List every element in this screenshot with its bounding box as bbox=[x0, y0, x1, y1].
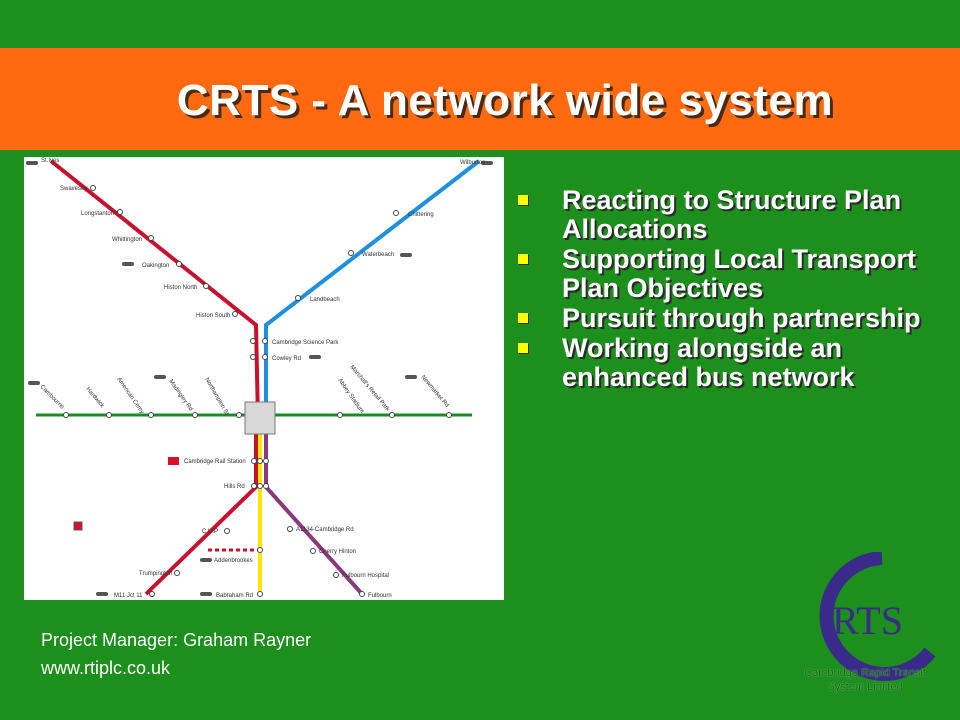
station-newmarket-rd: Newmarket Rd bbox=[419, 374, 449, 408]
square-bullet-icon bbox=[518, 343, 528, 353]
bullet-item: Working alongside an enhanced bus networ… bbox=[512, 334, 952, 392]
station-cherry-hinton: Cherry Hinton bbox=[319, 549, 356, 555]
station-addenbrookes: Addenbrookes bbox=[214, 558, 253, 564]
title-bar bbox=[0, 48, 960, 150]
footer: Project Manager: Graham Rayner www.rtipl… bbox=[41, 626, 311, 682]
station-swavesey: Swavesey bbox=[60, 186, 87, 192]
station-fulbourn-hospital: Fulbourn Hospital bbox=[342, 573, 389, 579]
station-northampton-st: Northampton St bbox=[203, 377, 229, 417]
crts-logo: RTS bbox=[819, 552, 936, 681]
logo-caption: Cambridge Rapid Transit System Limited bbox=[804, 667, 926, 693]
station-wilburton: Wilburton bbox=[460, 160, 485, 166]
station-waterbeach: Waterbeach bbox=[362, 252, 394, 258]
station-histon-south: Histon South bbox=[196, 313, 230, 319]
station-histon-north: Histon North bbox=[164, 285, 197, 291]
blue-line bbox=[264, 159, 481, 421]
station-oakington: Oakington bbox=[142, 263, 169, 269]
bullet-item: Reacting to Structure Plan Allocations bbox=[512, 186, 952, 244]
station-cup: C.U.P bbox=[202, 529, 218, 535]
logo-letters: RTS bbox=[832, 598, 903, 643]
city-centre-box bbox=[244, 401, 276, 435]
route-map: St.Ives Swavesey Longstanton Whittington… bbox=[24, 157, 504, 600]
red-line-north bbox=[49, 159, 260, 422]
station-rail: Cambridge Rail Station bbox=[184, 459, 246, 465]
station-a1134: A1134-Cambridge Rd bbox=[296, 527, 354, 533]
website-link[interactable]: www.rtiplc.co.uk bbox=[41, 658, 171, 678]
station-babraham-rd: Babraham Rd bbox=[216, 593, 253, 599]
station-american-cemy: American Cemy bbox=[115, 377, 144, 415]
station-trumpington: Trumpington bbox=[139, 571, 172, 577]
station-science-park: Cambridge Science Park bbox=[272, 340, 339, 346]
station-chittering: Chittering bbox=[408, 212, 434, 218]
station-madingley-rd: Madingley Rd bbox=[167, 379, 193, 412]
station-abbey-stadium: Abbey Stadium bbox=[336, 378, 364, 415]
station-longstanton: Longstanton bbox=[81, 211, 114, 217]
station-landbeach: Landbeach bbox=[310, 297, 340, 303]
bullet-list: Reacting to Structure Plan Allocations S… bbox=[512, 186, 952, 393]
station-whittington: Whittington bbox=[112, 237, 142, 243]
bullet-item: Pursuit through partnership bbox=[512, 304, 952, 333]
square-bullet-icon bbox=[518, 313, 528, 323]
project-manager-text: Project Manager: Graham Rayner bbox=[41, 630, 312, 650]
square-bullet-icon bbox=[518, 195, 528, 205]
station-hills-rd: Hills Rd bbox=[224, 484, 245, 490]
red-line-south bbox=[144, 421, 258, 596]
purple-line bbox=[264, 421, 364, 596]
station-st-ives: St.Ives bbox=[41, 158, 59, 164]
bullet-item: Supporting Local Transport Plan Objectiv… bbox=[512, 245, 952, 303]
station-hardwick: Hardwick bbox=[84, 386, 105, 410]
slide-title: CRTS - A network wide system bbox=[176, 76, 834, 125]
station-fulbourn: Fulbourn bbox=[368, 593, 392, 599]
square-bullet-icon bbox=[518, 254, 528, 264]
station-cowley-rd: Cowley Rd bbox=[272, 356, 301, 362]
station-cambourne: Cambourne bbox=[39, 384, 66, 411]
station-m11: M11 Jct 11 bbox=[114, 593, 143, 599]
